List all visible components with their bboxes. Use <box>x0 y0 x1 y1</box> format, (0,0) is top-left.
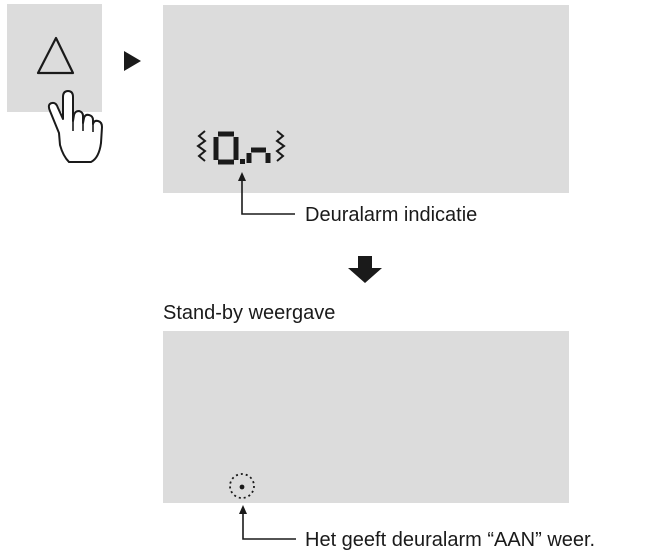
right-triangle-arrow-icon <box>124 51 141 71</box>
pointing-hand-icon <box>47 90 103 163</box>
standby-title: Stand-by weergave <box>163 302 336 324</box>
segment-decimal-dot <box>240 159 245 164</box>
down-block-arrow-icon <box>348 256 382 283</box>
display-panel-standby <box>163 331 569 503</box>
dotted-circle-dot-icon <box>229 473 255 499</box>
blink-right-icon <box>275 130 286 162</box>
blink-left-icon <box>196 130 207 162</box>
callout-arrow-bottom <box>239 505 296 540</box>
segment-indicator-icon <box>213 131 271 165</box>
callout-label-door-alarm-indication: Deuralarm indicatie <box>305 204 478 226</box>
up-triangle-icon[interactable] <box>36 36 75 75</box>
callout-label-door-alarm-on: Het geeft deuralarm “AAN” weer. <box>305 529 596 551</box>
callout-arrow-top <box>238 172 295 215</box>
